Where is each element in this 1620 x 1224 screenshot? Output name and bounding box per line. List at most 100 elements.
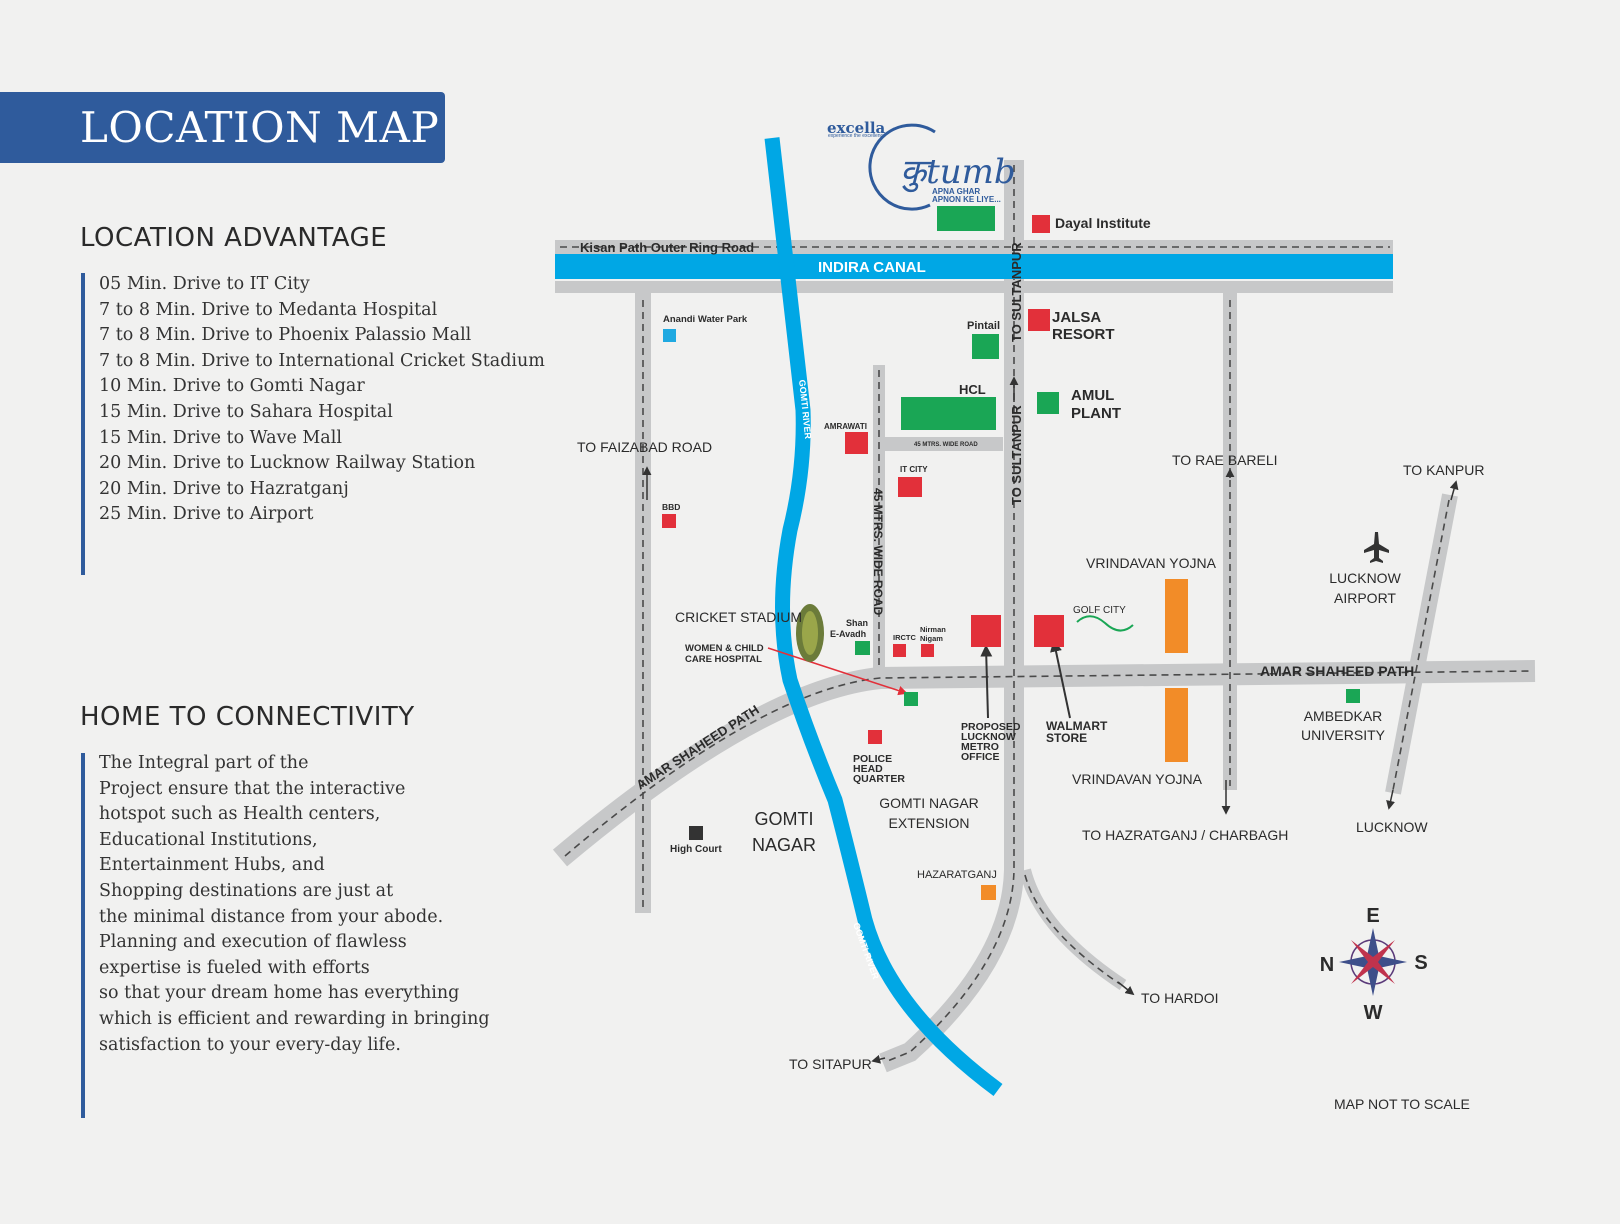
metro-label: METRO (961, 741, 999, 753)
anandi-label: Anandi Water Park (663, 314, 748, 325)
hardoi-road (1019, 868, 1127, 991)
list-item: 15 Min. Drive to Sahara Hospital (99, 401, 393, 422)
anandi-water-park-marker (663, 329, 676, 342)
paragraph-line: hotspot such as Health centers, (99, 804, 381, 825)
metro-label: PROPOSED (961, 721, 1021, 733)
police-label: QUARTER (853, 773, 905, 785)
amar-shaheed-label: AMAR SHAHEED PATH (1260, 663, 1414, 679)
women-child-hospital-marker (904, 692, 918, 706)
vrindavan-yojna-marker (1165, 688, 1188, 762)
section-accent-bar (81, 273, 85, 575)
amar-shaheed-path-road (552, 660, 1536, 867)
list-item: 7 to 8 Min. Drive to Phoenix Palassio Ma… (99, 325, 472, 346)
to-kanpur-label: TO KANPUR (1403, 462, 1484, 478)
women-child-label: CARE HOSPITAL (685, 654, 762, 665)
paragraph-line: which is efficient and rewarding in brin… (99, 1008, 490, 1029)
dayal-institute-marker (1032, 215, 1050, 233)
police-hq-marker (868, 730, 882, 744)
dayal-institute-label: Dayal Institute (1055, 215, 1151, 231)
list-item: 7 to 8 Min. Drive to Medanta Hospital (99, 299, 438, 320)
metro-label: LUCKNOW (961, 731, 1016, 743)
high-court-label: High Court (670, 844, 722, 855)
kisan-path-label: Kisan Path Outer Ring Road (580, 240, 754, 255)
road-dashes (560, 165, 1533, 1063)
arrow (1386, 789, 1395, 810)
arrow (980, 644, 993, 719)
women-child-label: WOMEN & CHILD (685, 643, 764, 654)
ambedkar-university-marker (1346, 689, 1360, 703)
kutumb-project-marker (937, 206, 995, 231)
nirman-nigam-marker (921, 644, 934, 657)
paragraph-line: Entertainment Hubs, and (99, 855, 325, 876)
to-sultanpur-label: TO SULTANPUR (1009, 405, 1024, 505)
brand-logo: excella experience the excellence कुtumb… (827, 119, 1016, 211)
gomti-nagar-extension-label: GOMTI NAGAR (879, 795, 979, 811)
logo-swoosh (868, 123, 936, 211)
markers (662, 206, 1360, 900)
list-item: 15 Min. Drive to Wave Mall (99, 427, 342, 448)
amul-label: AMUL (1071, 387, 1114, 404)
developer-tagline: experience the excellence (828, 133, 886, 139)
shan-e-avadh-label: E-Avadh (830, 629, 866, 639)
vrindavan-yojna-marker (1165, 579, 1188, 653)
paragraph-line: The Integral part of the (99, 753, 309, 773)
police-label: HEAD (853, 763, 883, 775)
list-item: 05 Min. Drive to IT City (99, 274, 310, 294)
tagline-line-1: APNA GHAR (932, 187, 980, 196)
map-not-to-scale-label: MAP NOT TO SCALE (1334, 1096, 1470, 1112)
ambedkar-label: UNIVERSITY (1301, 727, 1386, 743)
walmart-label: STORE (1046, 731, 1087, 745)
arrow (1050, 639, 1071, 719)
paragraph-line: Project ensure that the interactive (99, 778, 406, 799)
hazaratganj-marker (981, 885, 996, 900)
nirman-label: Nigam (920, 634, 943, 643)
sultanpur-road (879, 160, 1024, 1073)
amul-plant-marker (1037, 392, 1059, 414)
compass-rose: E S W N (1320, 905, 1428, 1024)
wide-road-small-label: 45 MTRS. WIDE ROAD (914, 442, 978, 448)
indira-canal (555, 254, 1393, 279)
vrindavan-label: VRINDAVAN YOJNA (1072, 771, 1203, 787)
compass-south: S (1414, 952, 1427, 974)
hospital-pointer (767, 647, 908, 696)
gomti-nagar-label: GOMTI (755, 809, 814, 829)
to-hardoi-label: TO HARDOI (1141, 990, 1219, 1006)
arrow (1449, 480, 1459, 501)
jalsa-label: JALSA (1052, 309, 1101, 326)
cricket-stadium-pitch (802, 611, 818, 655)
metro-label: OFFICE (961, 751, 1000, 763)
airport-label: AIRPORT (1334, 590, 1396, 606)
irctc-marker (893, 644, 906, 657)
airport-label: LUCKNOW (1329, 570, 1401, 586)
golf-city-label: GOLF CITY (1073, 605, 1126, 616)
shan-e-avadh-marker (855, 641, 870, 655)
lucknow-label: LUCKNOW (1356, 819, 1428, 835)
amul-label: PLANT (1071, 405, 1121, 422)
to-rae-bareli-label: TO RAE BARELI (1172, 452, 1278, 468)
list-item: 20 Min. Drive to Hazratganj (99, 478, 349, 499)
developer-name: excella (827, 119, 886, 137)
high-court-marker (689, 826, 703, 840)
gomti-nagar-extension-label: EXTENSION (889, 815, 970, 831)
police-label: POLICE (853, 753, 892, 765)
section-accent-bar (81, 753, 85, 1118)
vrindavan-label: VRINDAVAN YOJNA (1086, 555, 1217, 571)
paragraph-line: Educational Institutions, (99, 829, 318, 850)
jalsa-label: RESORT (1052, 326, 1115, 343)
list-item: 7 to 8 Min. Drive to International Crick… (99, 350, 545, 371)
list-item: 20 Min. Drive to Lucknow Railway Station (99, 453, 476, 474)
irctc-label: IRCTC (893, 633, 916, 642)
to-faizabad-label: TO FAIZABAD ROAD (577, 439, 712, 455)
to-sitapur-label: TO SITAPUR (789, 1056, 872, 1072)
location-advantage-list: 05 Min. Drive to IT City 7 to 8 Min. Dri… (99, 272, 545, 528)
hcl-label: HCL (959, 382, 986, 397)
project-name: कुtumb (900, 152, 1016, 193)
airport-icon (1364, 532, 1389, 563)
amrawati-marker (845, 432, 868, 454)
bbd-marker (662, 514, 676, 528)
paragraph-line: Planning and execution of flawless (99, 932, 407, 953)
location-advantage-heading: LOCATION ADVANTAGE (80, 223, 388, 253)
amrawati-label: AMRAWATI (824, 422, 867, 431)
to-sultanpur-label: TO SULTANPUR (1009, 242, 1024, 342)
